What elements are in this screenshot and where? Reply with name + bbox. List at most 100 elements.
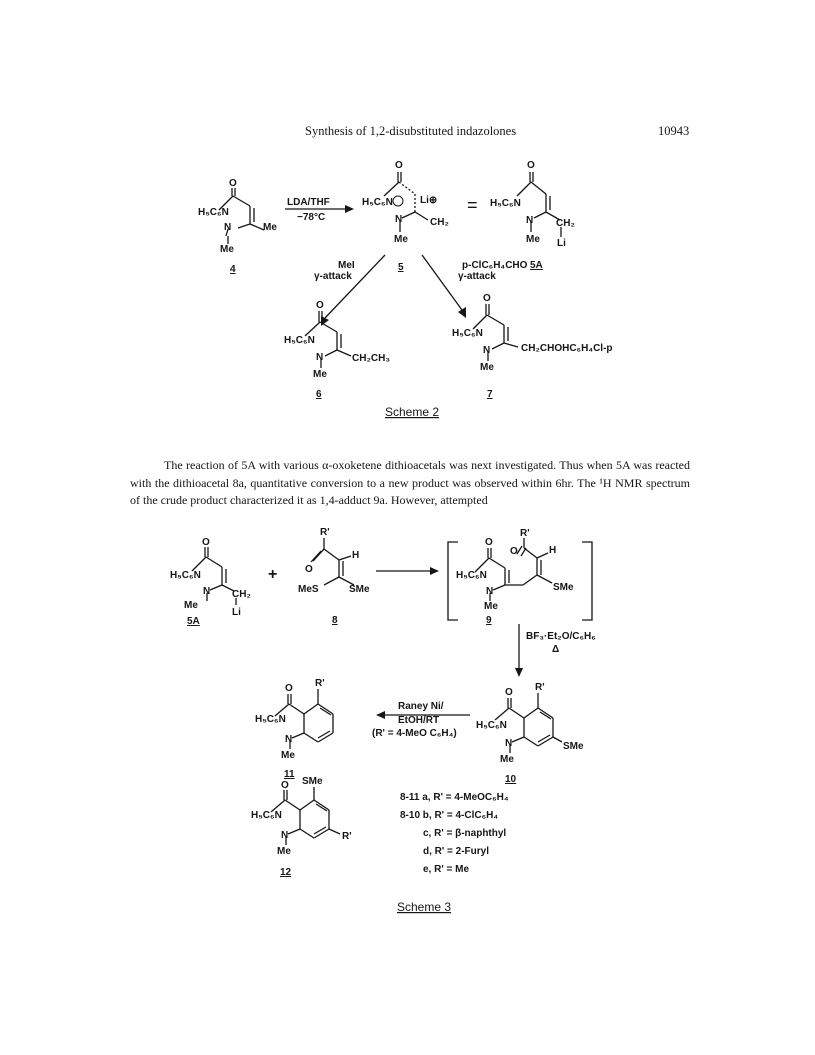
scheme-3: O H₅C₆N N CH₂ Me Li 5A + R' O H MeS SMe … [170,527,596,914]
s2-me-7: Me [480,362,494,373]
compound-7-structure [472,304,519,361]
s2-ethyl: CH₂CH₃ [352,353,390,364]
running-title: Synthesis of 1,2-disubstituted indazolon… [305,124,517,138]
body-paragraph: The reaction of 5A with various α-oxoket… [130,457,690,510]
s2-n-7: N [483,345,490,356]
s2-phn-6: H₅C₆N [284,335,315,346]
legend-c: c, R' = β-naphthyl [423,828,506,839]
s3-r1-12: R' [342,831,352,842]
s3-o-5A: O [202,537,210,548]
s3-n-12: N [281,830,288,841]
s3-phn-12: H₅C₆N [251,810,282,821]
paragraph-text: The reaction of 5A with various α-oxoket… [130,458,690,507]
scheme-3-caption: Scheme 3 [397,900,451,914]
compound-9-label: 9 [486,615,492,626]
s2-me-5: Me [394,234,408,245]
s3-o-11: O [285,683,293,694]
s2-o-7: O [483,293,491,304]
s3-r1-9: R' [520,528,530,539]
compound-12-structure [270,787,341,845]
s2-phn-5: H₅C₆N [362,197,393,208]
s3-r1-10: R' [535,682,545,693]
s2-left-attack: γ-attack [314,271,352,282]
s3-mes-8: MeS [298,584,319,595]
compound-10-label: 10 [505,774,517,785]
compound-5-label: 5 [398,262,404,273]
s3-phn-5A: H₅C₆N [170,570,201,581]
s2-n-6: N [316,352,323,363]
s2-phn-7: H₅C₆N [452,328,483,339]
s3-o-8: O [305,564,313,575]
s3-li-5A: Li [232,607,241,618]
s3-o-10: O [505,687,513,698]
legend-d: d, R' = 2-Furyl [423,846,489,857]
compound-9-structure [474,538,553,601]
s3-sme-10: SMe [563,741,584,752]
compound-5A-structure [191,547,237,605]
s2-reagent-temp: −78°C [297,212,325,223]
s3-n-10: N [505,738,512,749]
s2-me-4a: Me [263,222,277,233]
compound-5-li-structure [516,172,562,237]
s3-phn-11: H₅C₆N [255,714,286,725]
s3-sme-8: SMe [349,584,370,595]
s2-me-5li: Me [526,234,540,245]
compound-11-label: 11 [284,769,295,780]
compound-5A-label: 5A [187,616,200,627]
s2-n-5li: N [526,215,533,226]
s3-me-11: Me [281,750,295,761]
compound-6-structure [304,311,352,368]
compound-11-structure [274,689,334,749]
s3-o-12: O [281,780,289,791]
s3-h-9: H [549,545,556,556]
s3-raney-3: (R' = 4-MeO C₆H₄) [372,728,457,739]
s2-li-plus: Li⊕ [420,195,437,206]
s2-reagent-lda: LDA/THF [287,197,330,208]
s3-r1-11: R' [315,678,325,689]
s3-phn-10: H₅C₆N [476,720,507,731]
s2-o-5: O [395,160,403,171]
legend-a: 8-11 a, R' = 4-MeOC₆H₄ [400,792,509,803]
page-number: 10943 [658,124,690,138]
s3-o-9a: O [485,537,493,548]
s2-n-5: N [395,214,402,225]
s2-mei: MeI [338,260,355,271]
s3-plus: + [268,566,277,583]
legend-b: 8-10 b, R' = 4-ClC₆H₄ [400,810,498,821]
s3-n-5A: N [203,586,210,597]
s3-cyclization-reagent: BF₃·Et₂O/C₆H₆ [526,631,596,642]
s2-o-6: O [316,300,324,311]
s3-cyclization-heat: Δ [552,644,559,655]
s2-phn-5li: H₅C₆N [490,198,521,209]
s3-n-11: N [285,734,292,745]
s2-o-5li: O [527,160,535,171]
s2-o-4: O [229,178,237,189]
legend-e: e, R' = Me [423,864,469,875]
s2-sidechain-7: CH₂CHOHC₆H₄Cl-p [521,343,613,354]
s3-raney-1: Raney Ni/ [398,701,444,712]
s3-n-9: N [486,586,493,597]
s3-me-12: Me [277,846,291,857]
s3-r1-8: R' [320,527,330,538]
compound-5-structure [383,172,429,232]
compound-7-label: 7 [487,389,493,400]
s3-o-9b: O [510,546,518,557]
s2-n-4: N [224,222,231,233]
scheme-2-caption: Scheme 2 [385,405,439,419]
s3-me-10: Me [500,754,514,765]
compound-12-label: 12 [280,867,292,878]
s3-sme-12: SMe [302,776,323,787]
s2-me-6: Me [313,369,327,380]
s3-raney-2: EtOH/RT [398,715,439,726]
compound-10-structure [494,693,563,753]
compound-6-label: 6 [316,389,322,400]
s2-right-attack: γ-attack [458,271,496,282]
s2-ch2-anion: CH₂ [430,217,449,228]
s3-sme-9: SMe [553,582,574,593]
s3-h-8: H [352,550,359,561]
s2-right-reagent-label: 5A [530,260,543,271]
s2-me-4: Me [220,244,234,255]
s2-equals: = [467,195,478,215]
compound-8-structure [310,538,355,586]
compound-4-label: 4 [230,264,236,275]
